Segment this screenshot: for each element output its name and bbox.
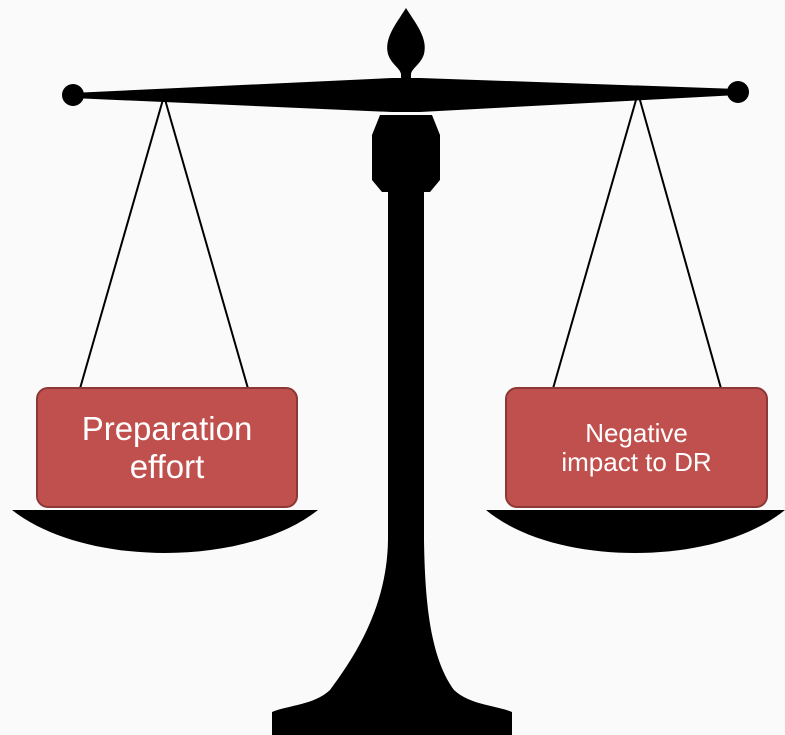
scale-beam (72, 78, 738, 112)
right-string-outer (551, 92, 639, 393)
left-pan-label: Preparation effort (36, 387, 298, 508)
beam-left-end (62, 84, 84, 106)
right-pan (486, 510, 785, 553)
right-label-line-2: impact to DR (561, 446, 712, 477)
left-string-outer (78, 95, 165, 393)
left-label-line-1: Preparation (81, 409, 253, 447)
scale-pillar (272, 190, 512, 735)
scale-finial (387, 8, 425, 82)
left-pan (12, 510, 318, 553)
right-pan-label: Negative impact to DR (505, 387, 768, 508)
right-string-inner (637, 92, 723, 393)
pillar-collar (372, 115, 440, 192)
left-label-line-2: effort (129, 447, 205, 485)
left-string-inner (163, 95, 250, 393)
right-label-line-1: Negative (585, 417, 688, 448)
beam-right-end (727, 81, 749, 103)
